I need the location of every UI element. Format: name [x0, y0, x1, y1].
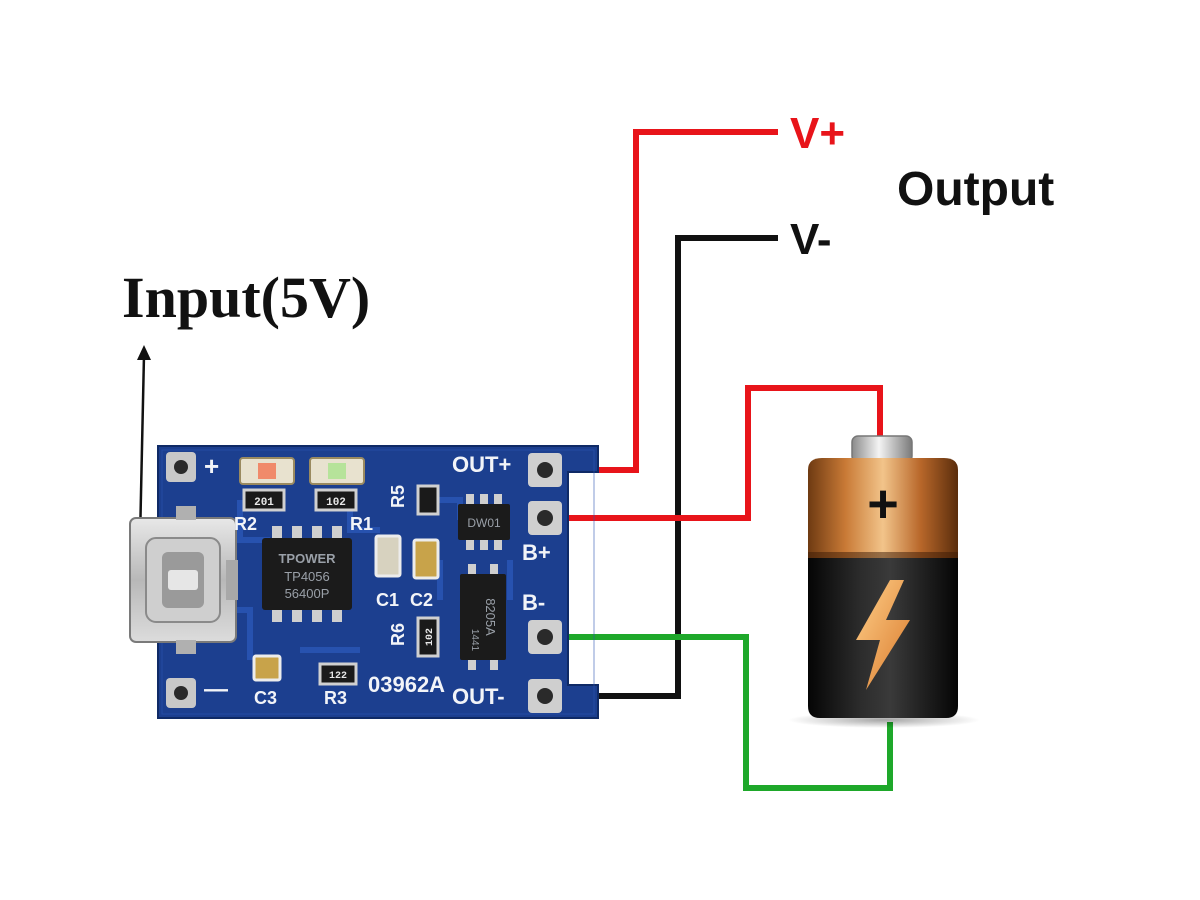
svg-text:DW01: DW01	[467, 516, 501, 530]
input-arrow	[137, 345, 151, 541]
pin-label-out-minus: OUT-	[452, 684, 505, 709]
svg-text:TP4056: TP4056	[284, 569, 330, 584]
pad-out-plus	[528, 453, 562, 487]
label-r6: R6	[388, 623, 408, 646]
capacitor-c1	[374, 534, 402, 578]
label-c1: C1	[376, 590, 399, 610]
pin-label-out-plus: OUT+	[452, 452, 511, 477]
label-r2: R2	[234, 514, 257, 534]
resistor-r1: 102	[314, 488, 358, 512]
svg-text:TPOWER: TPOWER	[278, 551, 336, 566]
resistor-r6: 102	[416, 616, 440, 658]
pad-b-plus	[528, 501, 562, 535]
output-pads	[528, 453, 562, 713]
capacitor-c3	[252, 654, 282, 682]
label-c3: C3	[254, 688, 277, 708]
output-label: Output	[897, 163, 1054, 216]
dw01-chip: DW01	[458, 494, 510, 550]
mounting-pads	[166, 452, 196, 708]
resistor-r2: 201	[242, 488, 286, 512]
v-minus-wire	[545, 235, 778, 699]
battery: +	[788, 435, 980, 728]
label-r1: R1	[350, 514, 373, 534]
label-r5: R5	[388, 485, 408, 508]
svg-text:102: 102	[326, 497, 346, 509]
board-id-label: 03962A	[368, 672, 445, 697]
v-minus-label: V-	[790, 215, 832, 264]
label-c2: C2	[410, 590, 433, 610]
label-r3: R3	[324, 688, 347, 708]
resistor-r3: 122	[318, 662, 358, 686]
tp4056-chip: TPOWER TP4056 56400P	[262, 526, 352, 622]
pad-out-minus	[528, 679, 562, 713]
pin-label-b-plus: B+	[522, 540, 551, 565]
tp4056-board: + — 201 102 R2 R1	[129, 445, 599, 719]
svg-text:122: 122	[329, 671, 347, 682]
input-5v-label: Input(5V)	[122, 265, 370, 330]
svg-text:56400P: 56400P	[285, 586, 330, 601]
v-plus-label: V+	[790, 109, 845, 158]
charge-leds	[239, 457, 365, 485]
pad-b-minus	[528, 620, 562, 654]
svg-text:102: 102	[425, 628, 436, 646]
v-plus-wire	[545, 129, 778, 473]
capacitor-c2	[412, 538, 440, 580]
svg-text:1441: 1441	[469, 629, 480, 652]
battery-positive-wire	[545, 385, 883, 521]
micro-usb-port	[129, 506, 238, 654]
resistor-r5	[416, 484, 440, 516]
mosfet-8205a-chip: 8205A 1441	[460, 564, 506, 670]
pcb-plus-mark: +	[204, 451, 219, 481]
svg-text:201: 201	[254, 497, 274, 509]
pcb-minus-mark: —	[204, 676, 228, 703]
battery-negative-wire	[545, 634, 893, 791]
lightning-bolt-icon	[856, 580, 910, 690]
pin-label-b-minus: B-	[522, 590, 545, 615]
svg-text:8205A: 8205A	[483, 598, 498, 636]
battery-plus-symbol: +	[867, 474, 899, 534]
